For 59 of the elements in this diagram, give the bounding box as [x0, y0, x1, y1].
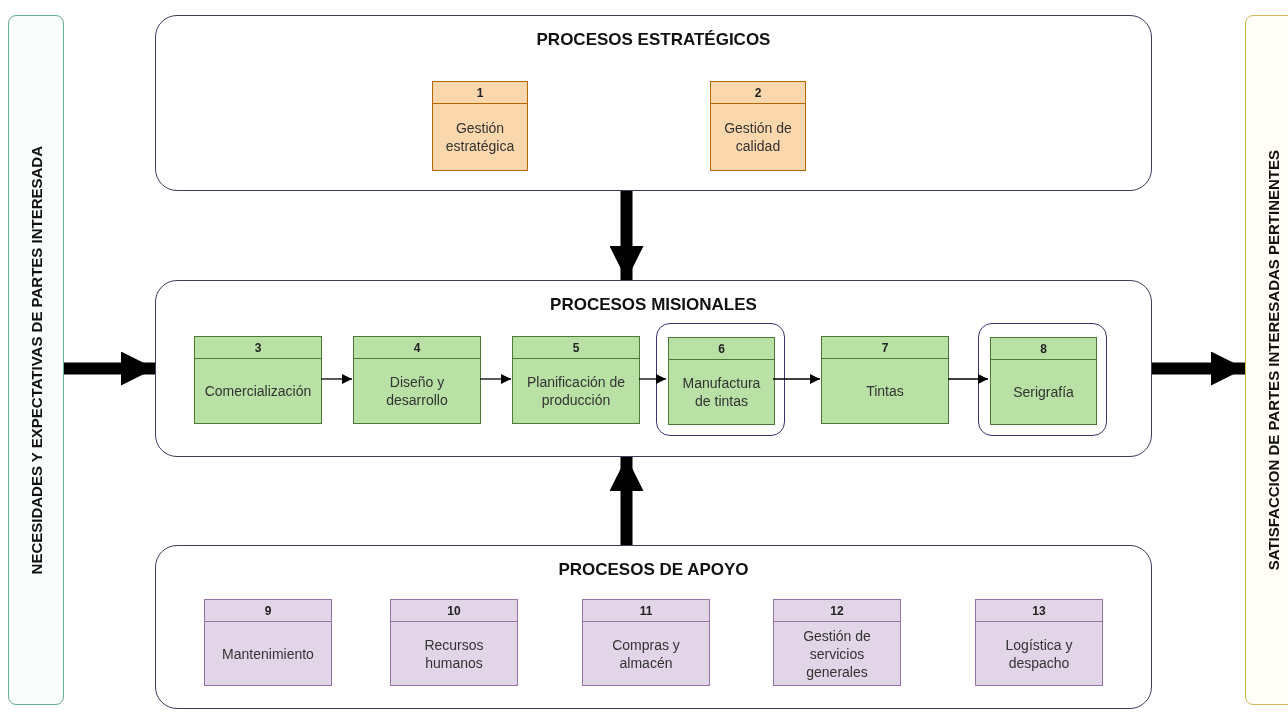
process-name: Compras y almacén	[611, 635, 681, 673]
process-box	[432, 81, 528, 171]
process-name: Comercialización	[203, 382, 313, 401]
arrow	[320, 374, 353, 384]
group-title: PROCESOS ESTRATÉGICOS	[535, 30, 772, 50]
process-group-panel	[155, 280, 1152, 457]
process-name: Recursos humanos	[423, 635, 485, 673]
process-number: 10	[391, 600, 517, 622]
process-box	[975, 599, 1103, 686]
process-number: 13	[976, 600, 1102, 622]
thick-arrow	[609, 457, 644, 545]
process-box	[710, 81, 806, 171]
process-number: 4	[354, 337, 480, 359]
process-number: 3	[195, 337, 321, 359]
process-number: 11	[583, 600, 709, 622]
process-box	[990, 337, 1097, 425]
process-box	[204, 599, 332, 686]
thick-arrow	[609, 191, 644, 280]
highlight-frame	[978, 323, 1107, 436]
process-box	[194, 336, 322, 424]
process-box	[582, 599, 710, 686]
panel-title: NECESIDADES Y EXPECTATIVAS DE PARTES INTERESADA	[27, 145, 45, 575]
process-name: Gestión de calidad	[723, 119, 793, 156]
group-title: PROCESOS MISIONALES	[549, 295, 758, 315]
process-box	[821, 336, 949, 424]
process-group-panel	[155, 15, 1152, 191]
process-number: 8	[991, 338, 1096, 360]
process-name: Gestión estratégica	[444, 119, 516, 156]
process-number: 6	[669, 338, 774, 360]
arrow	[638, 374, 667, 384]
process-number: 9	[205, 600, 331, 622]
process-number: 2	[711, 82, 805, 104]
process-group-panel	[155, 545, 1152, 709]
process-number: 12	[774, 600, 900, 622]
process-number: 7	[822, 337, 948, 359]
highlight-frame	[656, 323, 785, 436]
stakeholder-panel	[8, 15, 64, 705]
process-box	[353, 336, 481, 424]
arrow	[479, 374, 512, 384]
process-name: Tintas	[865, 382, 905, 401]
panel-title: SATISFACCION DE PARTES INTERESADAS PERTINENTES	[1264, 149, 1282, 571]
process-box	[512, 336, 640, 424]
process-name: Logística y despacho	[1004, 635, 1074, 673]
group-title: PROCESOS DE APOYO	[557, 560, 750, 580]
thick-arrow	[1152, 351, 1245, 386]
process-box	[390, 599, 518, 686]
process-name: Mantenimiento	[221, 644, 315, 664]
process-box	[773, 599, 901, 686]
arrow	[947, 374, 989, 384]
process-number: 1	[433, 82, 527, 104]
process-name: Gestión de servicios generales	[802, 626, 872, 682]
thick-arrow	[64, 351, 155, 386]
process-name: Diseño y desarrollo	[385, 373, 449, 410]
process-name: Planificación de producción	[525, 373, 627, 410]
process-name: Manufactura de tintas	[681, 374, 762, 411]
stakeholder-panel	[1245, 15, 1288, 705]
process-number: 5	[513, 337, 639, 359]
process-name: Serigrafía	[1012, 383, 1075, 402]
process-box	[668, 337, 775, 425]
